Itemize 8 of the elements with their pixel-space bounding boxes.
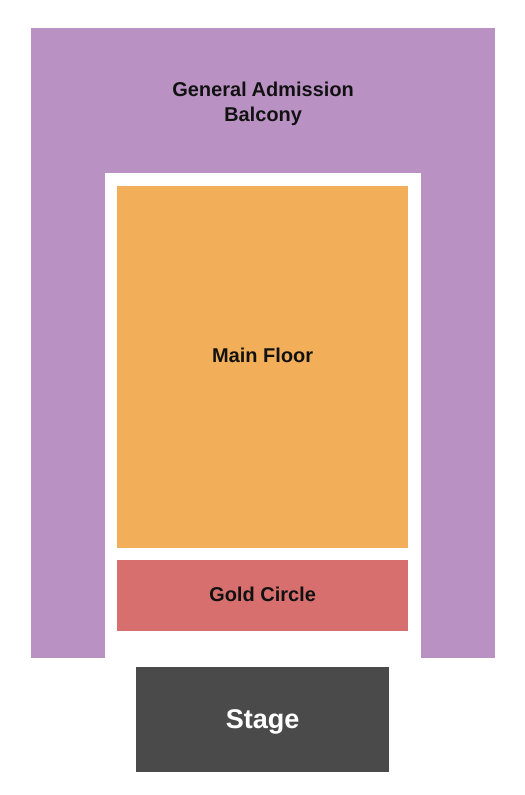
section-label: Stage: [224, 703, 300, 736]
floor-section: [117, 186, 408, 548]
section-label: General Admission Balcony: [171, 78, 355, 128]
section-label: Gold Circle: [208, 583, 317, 608]
stage: [136, 667, 389, 772]
seating-section: [117, 560, 408, 631]
section-label: Main Floor: [210, 344, 314, 369]
balcony-section: [31, 28, 495, 658]
